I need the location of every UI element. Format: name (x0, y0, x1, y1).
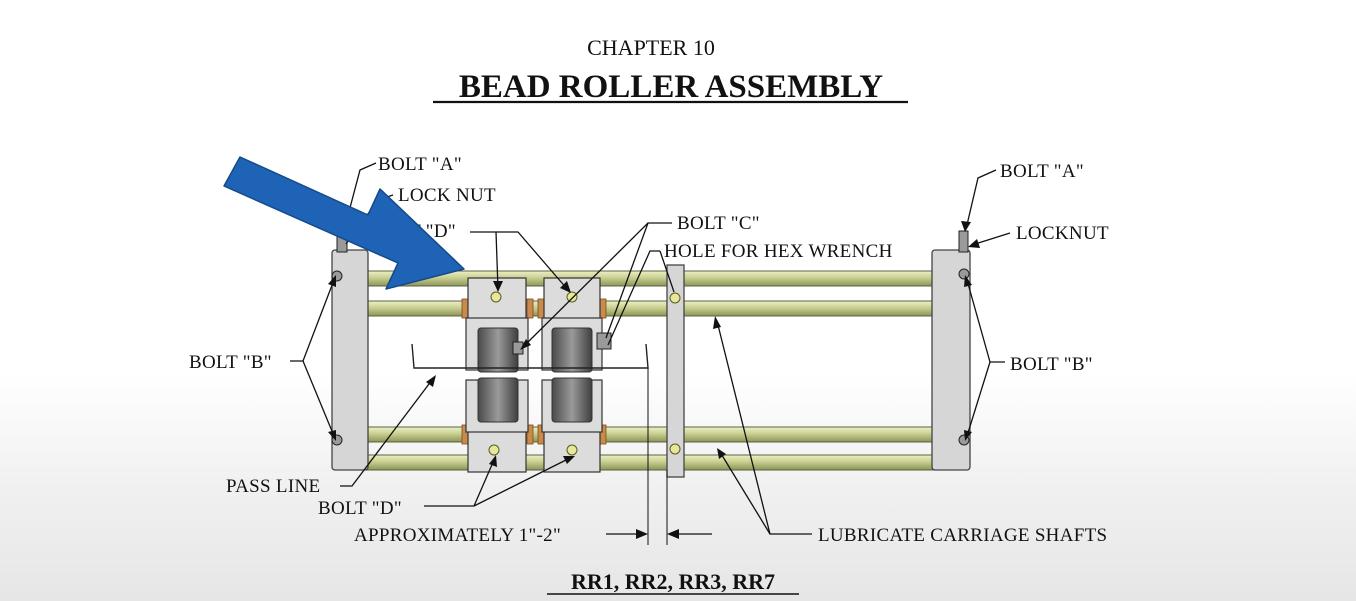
leader-lines (290, 162, 1011, 535)
roller-upper-right (551, 327, 593, 373)
label-pass-line: PASS LINE (226, 476, 320, 497)
arrow-pointer-icon (223, 156, 465, 290)
right-end-plate (931, 249, 971, 471)
label-bolt-d-bottom: BOLT "D" (318, 498, 402, 519)
label-bolt-a-left: BOLT "A" (378, 154, 462, 175)
roller-lower-left (477, 377, 519, 423)
pass-line-guide (411, 343, 649, 369)
upper-block-right (543, 277, 601, 321)
collar (461, 298, 469, 319)
roller-lower-right (551, 377, 593, 423)
chapter-heading: CHAPTER 10 (587, 35, 715, 60)
left-end-plate (331, 249, 369, 471)
carriage-bar (666, 264, 685, 478)
bolt-d-upper-right (566, 291, 578, 303)
shaft-upper-2 (339, 300, 951, 317)
dimension-marker (606, 368, 712, 545)
label-bolt-c: BOLT "C" (677, 213, 760, 234)
machine-assembly (331, 230, 971, 478)
hex-wrench-hole-lower (669, 443, 681, 455)
collar (526, 424, 534, 445)
label-lock-nut-left: LOCK NUT (398, 185, 496, 206)
label-approximately: APPROXIMATELY 1"-2" (354, 525, 561, 546)
collar (537, 298, 545, 319)
bolt-b-right-upper (958, 268, 970, 280)
page-title: BEAD ROLLER ASSEMBLY (459, 69, 883, 105)
bolt-a-right-head (958, 230, 969, 253)
model-list: RR1, RR2, RR3, RR7 (571, 569, 775, 594)
shaft-lower-1 (339, 426, 951, 443)
shaft-lower-2 (339, 454, 951, 471)
label-bolt-b-right: BOLT "B" (1010, 354, 1093, 375)
label-hex-wrench-hole: HOLE FOR HEX WRENCH (664, 241, 893, 262)
bolt-d-upper-left (490, 291, 502, 303)
collar (599, 298, 607, 319)
hex-wrench-hole (669, 292, 681, 304)
roller-upper-left (477, 327, 519, 373)
label-bolt-b-left: BOLT "B" (189, 352, 272, 373)
label-lubricate-shafts: LUBRICATE CARRIAGE SHAFTS (818, 525, 1107, 546)
label-bolt-a-right: BOLT "A" (1000, 161, 1084, 182)
collar (526, 298, 534, 319)
bolt-d-lower-left (488, 444, 500, 456)
bolt-d-lower-right (566, 444, 578, 456)
bolt-c-head (596, 332, 612, 350)
label-locknut-right: LOCKNUT (1016, 223, 1109, 244)
